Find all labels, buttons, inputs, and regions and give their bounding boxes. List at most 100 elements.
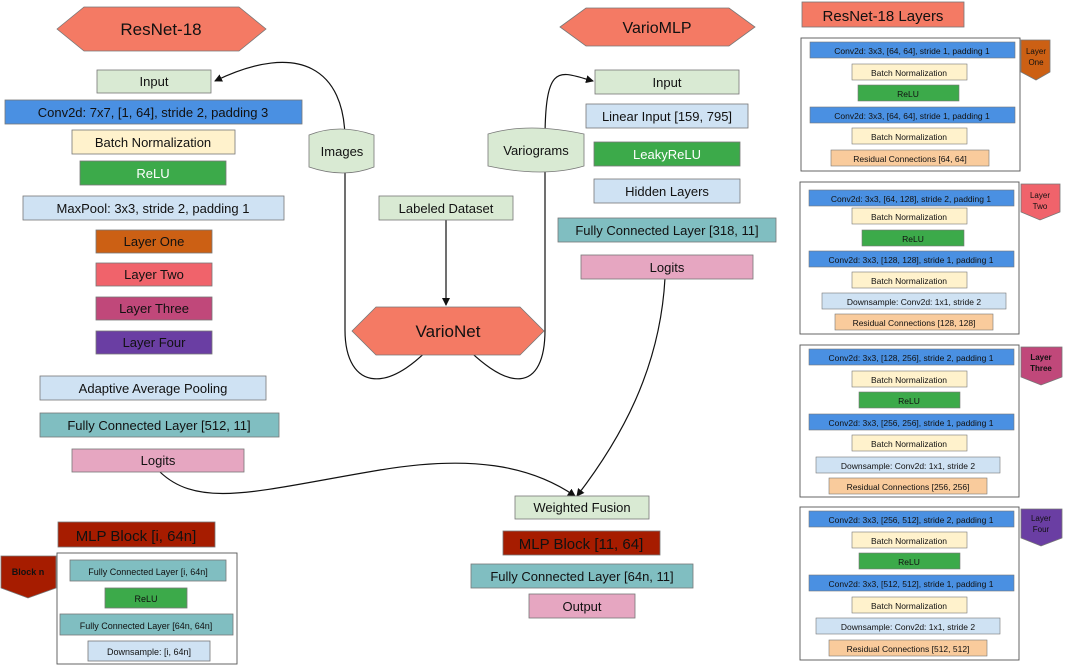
layer-four-bn1-label: Batch Normalization — [871, 536, 947, 546]
resnet-relu-label: ReLU — [136, 166, 169, 181]
resnet-input-box — [96, 69, 212, 94]
resnet-layer-one-box — [95, 229, 213, 254]
resnet-avgpool-label: Adaptive Average Pooling — [79, 381, 228, 396]
fusion-weighted-box — [514, 495, 650, 520]
mlp-block-badge — [0, 555, 57, 599]
layer-two-badge-line2: Two — [1033, 202, 1048, 211]
layer-two-down-label: Downsample: Conv2d: 1x1, stride 2 — [847, 297, 981, 307]
labeled-dataset-label: Labeled Dataset — [399, 201, 494, 216]
mlp-block-relu-box — [104, 587, 188, 609]
resnet-conv-box — [4, 99, 303, 125]
layer-four-bn1-box — [851, 531, 968, 549]
layer-three-bn2-label: Batch Normalization — [871, 439, 947, 449]
layer-two-conv1-label: Conv2d: 3x3, [64, 128], stride 2, paddin… — [831, 194, 991, 204]
resnet-title: ResNet-18 — [120, 20, 201, 39]
layer-four-down-box — [815, 617, 1001, 635]
layer-four-bn2-label: Batch Normalization — [871, 601, 947, 611]
layer-three-down-label: Downsample: Conv2d: 1x1, stride 2 — [841, 461, 975, 471]
layer-four-conv2-label: Conv2d: 3x3, [512, 512], stride 1, paddi… — [829, 579, 994, 589]
layer-one-conv2-label: Conv2d: 3x3, [64, 64], stride 1, padding… — [834, 111, 990, 121]
fusion-weighted-label: Weighted Fusion — [533, 500, 630, 515]
images-flag — [308, 128, 375, 174]
layer-two-badge — [1020, 183, 1061, 221]
layer-four-conv2-box — [808, 574, 1015, 592]
fusion-output-label: Output — [562, 599, 601, 614]
variomlp-title: VarioMLP — [622, 20, 691, 37]
variomlp-logits-label: Logits — [650, 260, 685, 275]
layer-three-res-box — [828, 477, 988, 495]
variomlp-column: Input Linear Input [159, 795] LeakyReLU … — [557, 69, 777, 280]
layer-four-res-label: Residual Connections [512, 512] — [847, 644, 970, 654]
layer-one-res-label: Residual Connections [64, 64] — [853, 154, 966, 164]
layer-three-bn1-label: Batch Normalization — [871, 375, 947, 385]
resnet-column: Input Conv2d: 7x7, [1, 64], stride 2, pa… — [4, 69, 303, 473]
layer-three-conv1-label: Conv2d: 3x3, [128, 256], stride 2, paddi… — [829, 353, 994, 363]
variomlp-fc-box — [557, 217, 777, 243]
layer-four-conv1-label: Conv2d: 3x3, [256, 512], stride 2, paddi… — [829, 515, 994, 525]
fusion-mlp-box — [502, 530, 661, 556]
layer-four-down-label: Downsample: Conv2d: 1x1, stride 2 — [841, 622, 975, 632]
layer-one-bn2-box — [851, 127, 968, 145]
images-label: Images — [321, 144, 364, 159]
layer-two-relu-label: ReLU — [902, 234, 924, 244]
mlp-block-title-box — [57, 521, 216, 548]
resnet-avgpool-box — [39, 375, 267, 401]
variomlp-hidden-label: Hidden Layers — [625, 184, 709, 199]
layer-four-relu-box — [858, 552, 961, 570]
mlp-block-fc1-label: Fully Connected Layer [i, 64n] — [88, 567, 208, 577]
arrow-variomlp-logits-to-fusion — [576, 277, 666, 497]
resnet-fc-box — [39, 412, 280, 438]
layers-panel-title-box — [801, 1, 965, 28]
layer-three-relu-box — [858, 391, 961, 409]
layer-one-frame — [800, 37, 1021, 172]
resnet-layer-two-box — [95, 262, 213, 287]
resnet-maxpool-label: MaxPool: 3x3, stride 2, padding 1 — [57, 201, 250, 216]
variomlp-logits-box — [580, 254, 754, 280]
resnet-conv-label: Conv2d: 7x7, [1, 64], stride 2, padding … — [38, 105, 269, 120]
arrow-resnet-logits-to-fusion — [159, 462, 576, 497]
resnet-bn-box — [71, 129, 236, 155]
layer-one-group: Layer One Conv2d: 3x3, [64, 64], stride … — [800, 37, 1051, 172]
layer-three-group: Layer Three Conv2d: 3x3, [128, 256], str… — [799, 344, 1063, 498]
layer-one-bn1-label: Batch Normalization — [871, 68, 947, 78]
layer-one-conv1-label: Conv2d: 3x3, [64, 64], stride 1, padding… — [834, 46, 990, 56]
layer-two-res-label: Residual Connections [128, 128] — [853, 318, 976, 328]
resnet-layers-panel: ResNet-18 Layers Layer One Conv2d: 3x3, … — [799, 1, 1063, 661]
fusion-mlp-label: MLP Block [11, 64] — [519, 536, 644, 553]
layer-two-badge-line1: Layer — [1030, 191, 1050, 200]
resnet-layer-two-label: Layer Two — [124, 267, 184, 282]
layer-two-conv2-label: Conv2d: 3x3, [128, 128], stride 1, paddi… — [829, 255, 994, 265]
variomlp-title-hexagon — [559, 7, 756, 47]
layer-one-conv2-box — [809, 106, 1016, 124]
resnet-logits-box — [71, 448, 245, 473]
mlp-block-fc2-box — [59, 613, 234, 636]
mlp-block-fc1-box — [69, 559, 227, 582]
fusion-fc-label: Fully Connected Layer [64n, 11] — [490, 569, 673, 584]
mlp-block-title: MLP Block [i, 64n] — [76, 528, 197, 545]
layer-three-badge-line1: Layer — [1030, 353, 1051, 362]
resnet-layer-three-label: Layer Three — [119, 301, 189, 316]
layer-two-bn1-label: Batch Normalization — [871, 212, 947, 222]
variomlp-input-box — [594, 69, 740, 95]
labeled-dataset-box — [378, 195, 514, 221]
layer-two-bn2-box — [851, 271, 968, 289]
layer-three-badge-line2: Three — [1030, 364, 1052, 373]
layer-three-conv2-box — [808, 413, 1015, 431]
layer-one-badge-line2: One — [1028, 58, 1044, 67]
layer-four-group: Layer Four Conv2d: 3x3, [256, 512], stri… — [799, 506, 1063, 661]
layer-two-bn1-box — [851, 207, 968, 225]
layer-one-res-box — [830, 149, 990, 167]
layer-four-badge — [1020, 508, 1063, 547]
variomlp-linear-box — [585, 103, 749, 129]
layer-three-relu-label: ReLU — [898, 396, 920, 406]
mlp-block-down-label: Downsample: [i, 64n] — [107, 647, 191, 657]
mlp-block-relu-label: ReLU — [134, 594, 157, 604]
mlp-block-fc2-label: Fully Connected Layer [64n, 64n] — [80, 621, 213, 631]
resnet-bn-label: Batch Normalization — [95, 135, 211, 150]
resnet-layer-four-box — [95, 330, 213, 355]
layer-four-badge-line2: Four — [1033, 525, 1050, 534]
layer-two-res-box — [834, 313, 994, 331]
layer-two-conv1-box — [808, 189, 1015, 207]
